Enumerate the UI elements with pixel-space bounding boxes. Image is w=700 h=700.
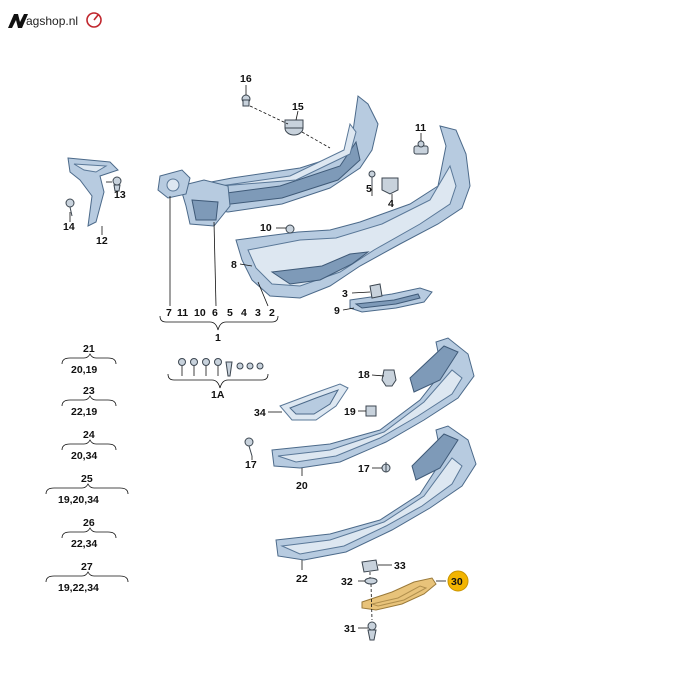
legend-items-25: 19,20,34 <box>58 494 99 506</box>
clip-11 <box>413 140 429 155</box>
skid-plate-30 <box>361 577 437 611</box>
highlight-badge-30[interactable]: 30 <box>447 570 469 592</box>
sensor-holder-7 <box>157 169 191 199</box>
screw-14 <box>65 198 75 217</box>
legend-items-24: 20,34 <box>71 450 97 462</box>
cover-34 <box>279 383 349 421</box>
buffer-15 <box>284 119 304 136</box>
diffuser-trim-9 <box>349 287 433 313</box>
group1-total: 1 <box>215 332 221 344</box>
group1-item-4: 5 <box>227 307 233 319</box>
legend-id-21: 21 <box>83 343 95 355</box>
label-17a: 17 <box>245 459 257 471</box>
clip-18 <box>381 369 397 387</box>
brand-logo-icon <box>8 12 102 28</box>
screw-31 <box>367 621 377 641</box>
legend-items-23: 22,19 <box>71 406 97 418</box>
label-31: 31 <box>344 623 356 635</box>
screw-17a <box>244 437 254 457</box>
group1a-brace <box>167 373 269 389</box>
legend-items-26: 22,34 <box>71 538 97 550</box>
group1-item-6: 3 <box>255 307 261 319</box>
label-13: 13 <box>114 189 126 201</box>
group1-item-1: 11 <box>177 307 188 319</box>
label-19: 19 <box>344 406 356 418</box>
group1-labels: 7 11 10 6 5 4 3 2 1 <box>166 307 275 344</box>
label-12: 12 <box>96 235 108 247</box>
label-9: 9 <box>334 305 340 317</box>
screw-17b <box>381 462 391 473</box>
leader-lines <box>69 85 446 629</box>
label-20: 20 <box>296 480 308 492</box>
clip-5 <box>368 170 376 186</box>
label-14: 14 <box>63 221 75 233</box>
lower-spoiler-22 <box>275 425 477 561</box>
group1-item-0: 7 <box>166 307 172 319</box>
label-32: 32 <box>341 576 353 588</box>
label-5: 5 <box>366 183 372 195</box>
legend-id-26: 26 <box>83 517 95 529</box>
label-30: 30 <box>451 576 463 588</box>
label-4: 4 <box>388 198 394 210</box>
group1-brace <box>159 315 279 331</box>
brand-logo-text: agshop.nl <box>26 14 79 28</box>
bolt-10 <box>285 224 295 234</box>
lower-spoiler-20 <box>271 337 475 469</box>
clip-13 <box>112 176 122 192</box>
group1-item-7: 2 <box>269 307 275 319</box>
label-8: 8 <box>231 259 237 271</box>
legend: 21 20,19 23 22,19 24 20,34 25 19,20,34 2… <box>58 343 99 594</box>
label-17b: 17 <box>358 463 370 475</box>
group1a-total: 1A <box>211 389 225 401</box>
label-22: 22 <box>296 573 308 585</box>
clip-33 <box>361 559 379 573</box>
label-33: 33 <box>394 560 406 572</box>
group1-item-3: 6 <box>212 307 218 319</box>
label-3: 3 <box>342 288 348 300</box>
label-15: 15 <box>292 101 304 113</box>
clip-19 <box>365 405 377 417</box>
side-guide-left <box>179 179 231 227</box>
legend-items-27: 19,22,34 <box>58 582 99 594</box>
bracket-3 <box>369 283 383 299</box>
label-16: 16 <box>240 73 252 85</box>
label-18: 18 <box>358 369 370 381</box>
legend-items-21: 20,19 <box>71 364 97 376</box>
bumper-cover <box>235 125 471 299</box>
label-34: 34 <box>254 407 266 419</box>
label-11: 11 <box>415 122 426 134</box>
side-bracket-12 <box>67 157 119 227</box>
hardware-set-1a <box>178 358 264 377</box>
group1-item-2: 10 <box>194 307 206 319</box>
legend-id-24: 24 <box>83 429 95 441</box>
bracket-4 <box>381 177 399 195</box>
washer-32 <box>364 577 378 585</box>
legend-braces <box>45 353 129 583</box>
label-10: 10 <box>260 222 272 234</box>
nut-16 <box>241 94 251 107</box>
part-labels: 16 15 11 13 14 12 5 4 10 8 3 9 18 19 34 … <box>63 73 426 635</box>
legend-id-27: 27 <box>81 561 93 573</box>
group1-item-5: 4 <box>241 307 247 319</box>
legend-id-25: 25 <box>81 473 93 485</box>
legend-id-23: 23 <box>83 385 95 397</box>
